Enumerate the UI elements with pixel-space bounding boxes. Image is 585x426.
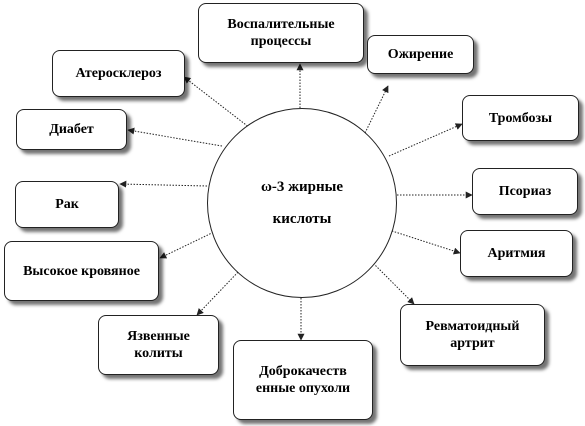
node-cancer-label: Рак — [55, 197, 79, 212]
arrow-to-ulcerative-colitis — [196, 269, 241, 316]
node-high-blood-pressure: Высокое кровяное — [4, 241, 159, 301]
arrow-to-atherosclerosis — [183, 76, 251, 129]
node-obesity: Ожирение — [367, 35, 474, 74]
node-thrombosis: Тромбозы — [462, 95, 579, 141]
center-node-omega3: ω-3 жирные кислоты — [207, 108, 397, 298]
node-benign-tumors: Доброкачеств енные опухоли — [233, 340, 373, 420]
node-diabetes: Диабет — [16, 109, 127, 150]
arrow-to-rheumatoid-arthritis — [366, 256, 415, 305]
arrow-to-obesity — [364, 85, 389, 134]
node-obesity-label: Ожирение — [387, 47, 454, 62]
arrow-to-arrhythmia — [388, 229, 461, 255]
node-psoriasis-label: Псориаз — [498, 184, 552, 199]
node-benign-tumors-label: Доброкачеств енные опухоли — [255, 364, 351, 396]
node-inflammatory-label: Воспалительные процессы — [227, 17, 335, 49]
node-ulcerative-colitis-label: Язвенные колиты — [127, 329, 190, 361]
arrow-to-high-blood-pressure — [159, 230, 217, 259]
node-rheumatoid-arthritis-label: Ревматоидный артрит — [425, 319, 520, 351]
node-inflammatory: Воспалительные процессы — [198, 3, 364, 63]
arrow-to-thrombosis — [388, 123, 463, 157]
node-rheumatoid-arthritis: Ревматоидный артрит — [400, 304, 545, 366]
node-diabetes-label: Диабет — [49, 122, 94, 137]
node-thrombosis-label: Тромбозы — [488, 110, 553, 126]
arrow-to-cancer — [119, 180, 208, 188]
node-cancer: Рак — [15, 181, 119, 228]
node-high-blood-pressure-label: Высокое кровяное — [23, 263, 140, 279]
node-ulcerative-colitis: Язвенные колиты — [98, 315, 219, 375]
node-atherosclerosis-label: Атеросклероз — [75, 66, 162, 81]
node-psoriasis: Псориаз — [472, 168, 578, 215]
center-label-line1: ω-3 жирные — [260, 179, 344, 195]
arrow-to-diabetes — [127, 127, 223, 147]
center-label-line2: кислоты — [272, 211, 332, 227]
node-arrhythmia-label: Аритмия — [487, 246, 546, 261]
node-atherosclerosis: Атеросклероз — [52, 50, 185, 97]
node-arrhythmia: Аритмия — [460, 230, 573, 277]
